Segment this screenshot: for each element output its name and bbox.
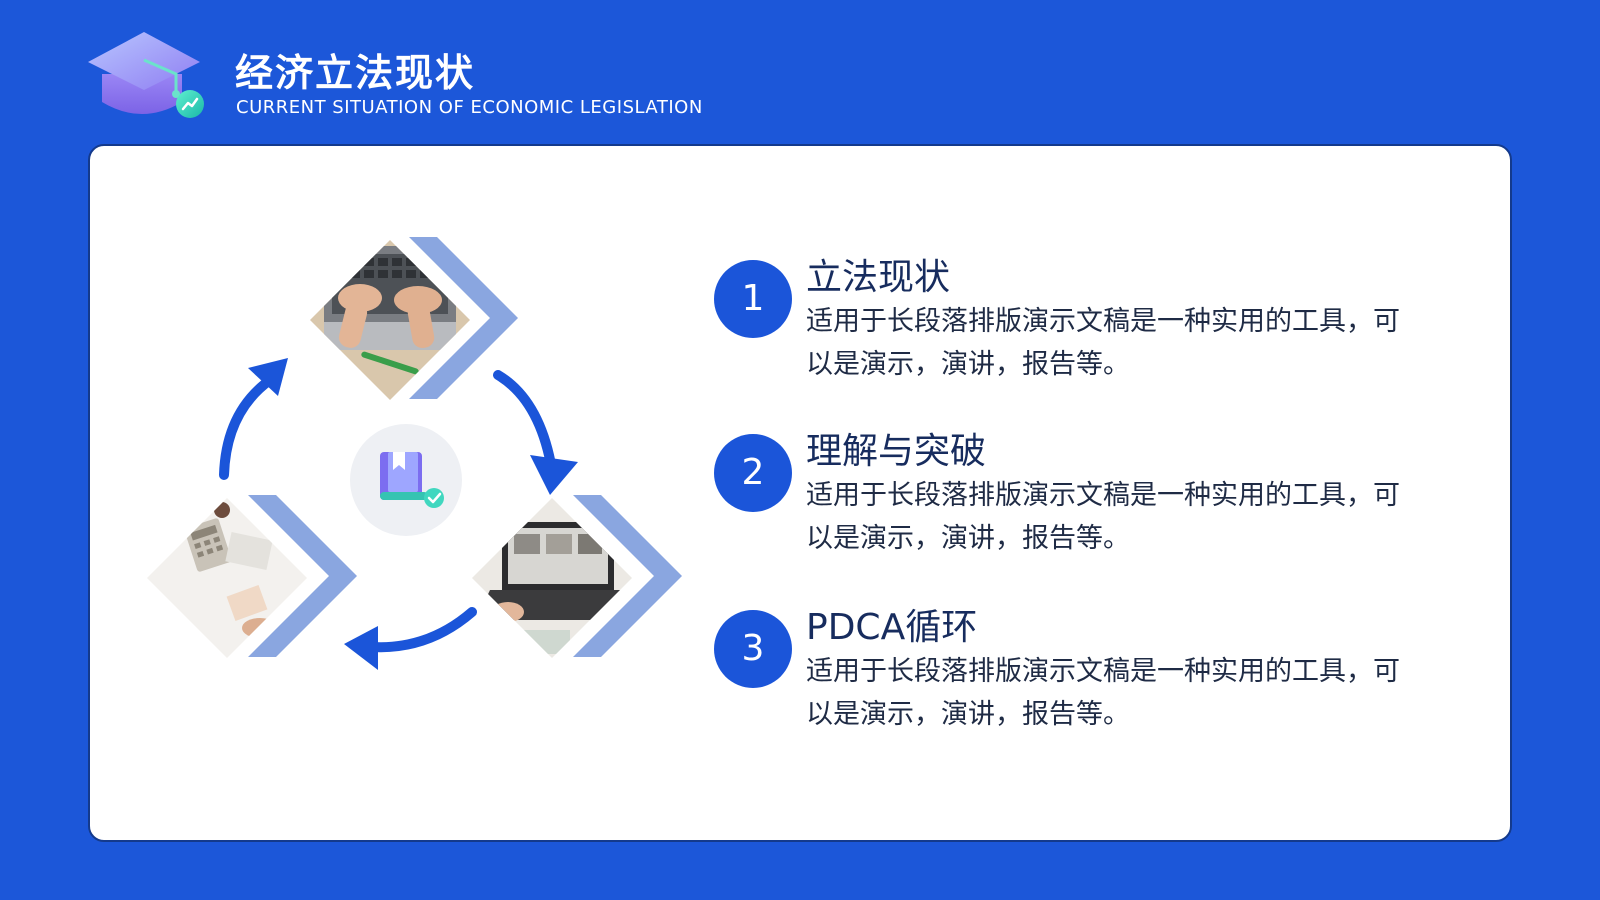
step-3: 3 PDCA循环 适用于长段落排版演示文稿是一种实用的工具，可以是演示，演讲，报… — [714, 604, 1434, 744]
step-1: 1 立法现状 适用于长段落排版演示文稿是一种实用的工具，可以是演示，演讲，报告等… — [714, 254, 1434, 394]
page-subtitle: CURRENT SITUATION OF ECONOMIC LEGISLATIO… — [236, 97, 703, 118]
step-title: 立法现状 — [806, 257, 951, 298]
step-number-badge: 2 — [714, 434, 792, 512]
step-number-badge: 1 — [714, 260, 792, 338]
curved-arrow-icon — [344, 607, 477, 670]
graduation-cap-icon — [86, 30, 210, 122]
content-card — [88, 144, 1512, 842]
page-title: 经济立法现状 — [235, 51, 476, 95]
step-title: PDCA循环 — [806, 607, 978, 648]
step-title: 理解与突破 — [806, 431, 987, 472]
book-check-icon — [350, 424, 462, 536]
step-description: 适用于长段落排版演示文稿是一种实用的工具，可以是演示，演讲，报告等。 — [806, 480, 1400, 554]
chevron-left — [248, 495, 357, 657]
step-description: 适用于长段落排版演示文稿是一种实用的工具，可以是演示，演讲，报告等。 — [806, 656, 1400, 730]
curved-arrow-icon — [219, 358, 288, 480]
chevron-top — [409, 237, 518, 399]
step-number-badge: 3 — [714, 610, 792, 688]
chevron-right — [573, 495, 682, 657]
curved-arrow-icon — [493, 370, 578, 495]
step-2: 2 理解与突破 适用于长段落排版演示文稿是一种实用的工具，可以是演示，演讲，报告… — [714, 428, 1434, 568]
step-description: 适用于长段落排版演示文稿是一种实用的工具，可以是演示，演讲，报告等。 — [806, 306, 1400, 380]
cycle-diagram — [110, 150, 750, 750]
